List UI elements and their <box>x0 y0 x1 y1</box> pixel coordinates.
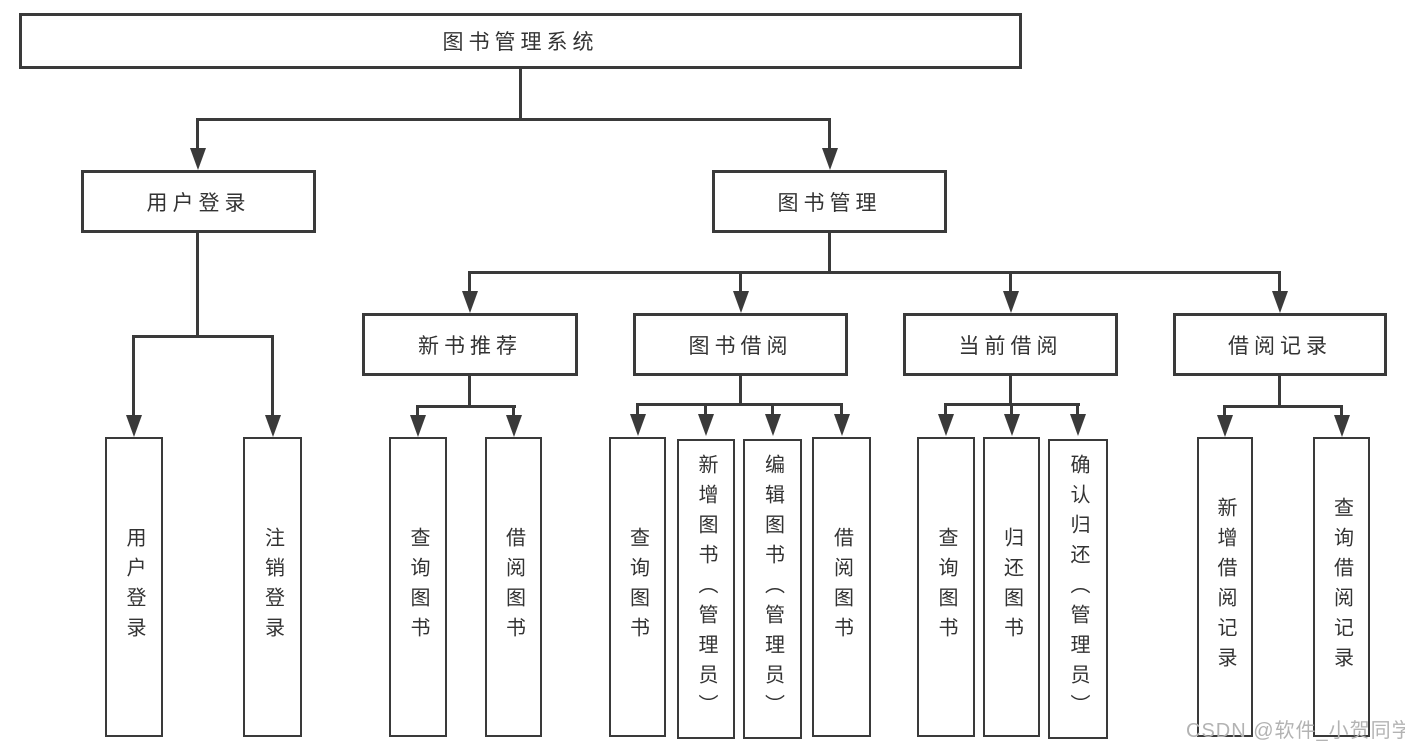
leaf-add-borrow-record-label: 新增借阅记录 <box>1214 497 1236 677</box>
arrowhead-cb-query-icon <box>938 414 954 436</box>
connector-user-rail <box>132 335 274 338</box>
connector-user-stub <box>196 233 199 337</box>
leaf-return-book-label: 归还图书 <box>1000 527 1023 647</box>
connector-to-cb-return <box>1010 403 1013 415</box>
node-new-book-recommend: 新书推荐 <box>362 313 578 376</box>
arrowhead-cb-return-icon <box>1004 414 1020 436</box>
node-root: 图书管理系统 <box>19 13 1022 69</box>
leaf-rec-query-book-label: 查询图书 <box>407 527 429 647</box>
node-book-management-label: 图书管理 <box>777 191 882 215</box>
node-book-borrow-label: 图书借阅 <box>688 334 793 358</box>
connector-cb-stub <box>1009 376 1012 406</box>
connector-to-cb-query <box>944 403 947 415</box>
connector-to-book-borrow <box>739 271 742 293</box>
connector-to-bb-add <box>704 403 707 415</box>
node-borrow-record: 借阅记录 <box>1173 313 1387 376</box>
leaf-return-book: 归还图书 <box>983 437 1040 737</box>
leaf-borrow-book-label: 借阅图书 <box>830 527 853 647</box>
connector-bb-rail <box>636 403 842 406</box>
node-root-label: 图书管理系统 <box>442 31 599 54</box>
arrowhead-book-borrow-icon <box>733 291 749 313</box>
arrowhead-br-add-icon <box>1217 415 1233 437</box>
arrowhead-rec-query-icon <box>410 415 426 437</box>
leaf-edit-book-admin: 编辑图书（管理员） <box>743 439 802 739</box>
arrowhead-borrow-record-icon <box>1272 291 1288 313</box>
connector-to-bb-query <box>636 403 639 415</box>
connector-to-br-query <box>1340 405 1343 416</box>
node-borrow-record-label: 借阅记录 <box>1228 334 1332 358</box>
connector-to-cb-confirm <box>1076 403 1079 415</box>
connector-level2-rail <box>196 118 831 121</box>
node-user-login-label: 用户登录 <box>146 191 251 215</box>
connector-to-user-login <box>196 118 199 150</box>
leaf-query-borrow-record-label: 查询借阅记录 <box>1330 497 1353 677</box>
leaf-add-book-admin: 新增图书（管理员） <box>677 439 735 739</box>
leaf-cur-query-book-label: 查询图书 <box>935 527 957 647</box>
connector-rec-rail <box>416 405 516 408</box>
arrowhead-book-management-icon <box>822 148 838 170</box>
connector-br-stub <box>1278 376 1281 408</box>
arrowhead-cb-confirm-icon <box>1070 414 1086 436</box>
connector-level3-rail <box>468 271 1281 274</box>
leaf-rec-borrow-book-label: 借阅图书 <box>502 527 525 647</box>
leaf-logout-label: 注销登录 <box>261 527 284 647</box>
connector-to-rec-borrow <box>512 405 515 416</box>
connector-to-br-add <box>1223 405 1226 416</box>
leaf-add-book-admin-label: 新增图书（管理员） <box>695 454 717 724</box>
leaf-edit-book-admin-label: 编辑图书（管理员） <box>761 454 784 724</box>
leaf-cur-query-book: 查询图书 <box>917 437 975 737</box>
arrowhead-user-login-icon <box>190 148 206 170</box>
arrowhead-bb-borrow-icon <box>834 414 850 436</box>
connector-book-stub <box>828 233 831 274</box>
leaf-add-borrow-record: 新增借阅记录 <box>1197 437 1253 737</box>
arrowhead-rec-borrow-icon <box>506 415 522 437</box>
leaf-query-borrow-record: 查询借阅记录 <box>1313 437 1370 737</box>
arrowhead-br-query-icon <box>1334 415 1350 437</box>
leaf-logout: 注销登录 <box>243 437 302 737</box>
arrowhead-bb-edit-icon <box>765 414 781 436</box>
leaf-rec-query-book: 查询图书 <box>389 437 447 737</box>
leaf-borrow-query-book: 查询图书 <box>609 437 666 737</box>
arrowhead-bb-query-icon <box>630 414 646 436</box>
arrowhead-leaf-user-login-icon <box>126 415 142 437</box>
leaf-rec-borrow-book: 借阅图书 <box>485 437 542 737</box>
leaf-confirm-return-admin-label: 确认归还（管理员） <box>1067 454 1089 724</box>
csdn-watermark: CSDN @软件_小贺同学 <box>1186 720 1405 742</box>
connector-br-rail <box>1223 405 1343 408</box>
connector-to-borrow-record <box>1278 271 1281 293</box>
arrowhead-current-borrow-icon <box>1003 291 1019 313</box>
connector-to-book-management <box>828 118 831 150</box>
connector-to-bb-edit <box>771 403 774 415</box>
leaf-user-login: 用户登录 <box>105 437 163 737</box>
connector-to-current-borrow <box>1009 271 1012 293</box>
arrowhead-new-book-recommend-icon <box>462 291 478 313</box>
node-user-login: 用户登录 <box>81 170 316 233</box>
connector-to-new-book-recommend <box>468 271 471 293</box>
connector-to-leaf-user-login <box>132 335 135 417</box>
leaf-user-login-label: 用户登录 <box>123 527 145 647</box>
leaf-borrow-book: 借阅图书 <box>812 437 871 737</box>
node-current-borrow: 当前借阅 <box>903 313 1118 376</box>
connector-to-leaf-logout <box>271 335 274 417</box>
arrowhead-leaf-logout-icon <box>265 415 281 437</box>
node-current-borrow-label: 当前借阅 <box>958 334 1063 358</box>
leaf-borrow-query-book-label: 查询图书 <box>626 527 649 647</box>
node-book-management: 图书管理 <box>712 170 947 233</box>
connector-bb-stub <box>739 376 742 406</box>
connector-to-bb-borrow <box>840 403 843 415</box>
node-book-borrow: 图书借阅 <box>633 313 848 376</box>
connector-root-stub <box>519 66 522 120</box>
leaf-confirm-return-admin: 确认归还（管理员） <box>1048 439 1108 739</box>
node-new-book-recommend-label: 新书推荐 <box>418 334 522 358</box>
arrowhead-bb-add-icon <box>698 414 714 436</box>
connector-to-rec-query <box>416 405 419 416</box>
connector-rec-stub <box>468 376 471 408</box>
